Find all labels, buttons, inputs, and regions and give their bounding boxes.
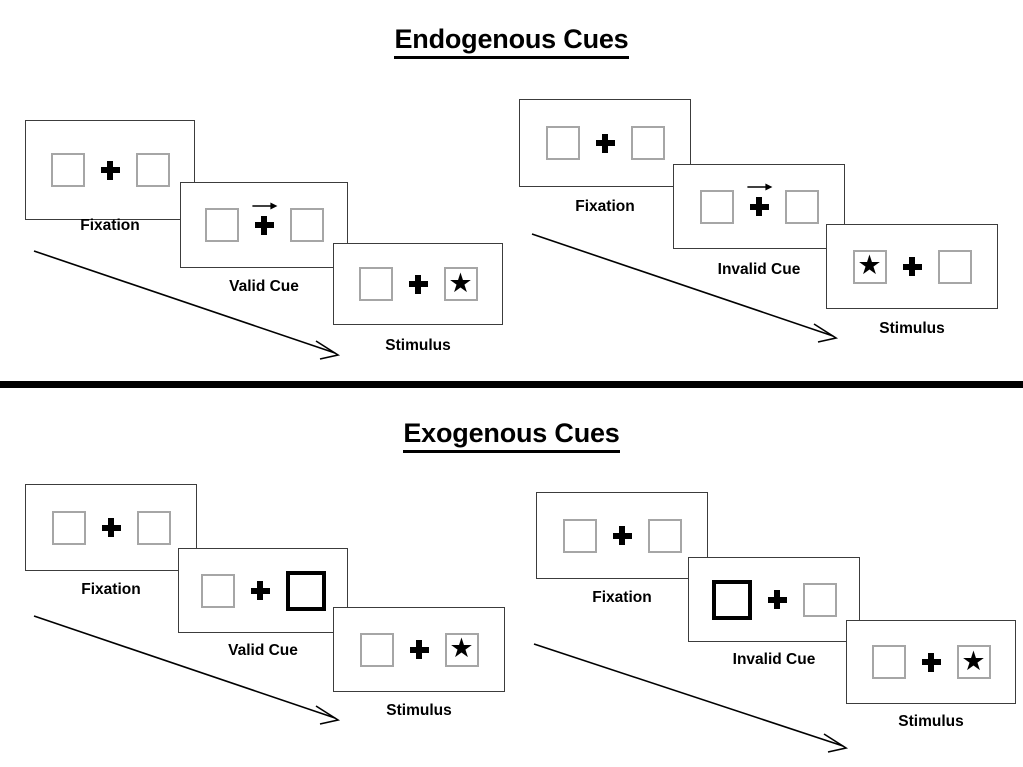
panel-exogenous-valid-cue[interactable] <box>178 548 348 633</box>
section-title-exogenous: Exogenous Cues <box>0 418 1023 453</box>
placeholder-box-right <box>289 208 324 242</box>
cue-arrow-right-icon <box>747 183 773 191</box>
fixation-cross-icon <box>767 590 787 609</box>
placeholder-box-left <box>545 126 580 160</box>
star-icon: ★ <box>961 645 986 676</box>
target-box-right: ★ <box>444 632 479 667</box>
fixation-cross-icon <box>612 526 632 545</box>
centre-stack <box>902 257 922 276</box>
placeholder-box-right <box>136 510 171 545</box>
panel-endogenous-valid-cue[interactable] <box>180 182 348 268</box>
centre-stack <box>101 518 121 537</box>
fixation-cross-icon <box>921 652 941 672</box>
cue-arrow-right-icon <box>252 202 278 209</box>
caption-endogenous-valid-stimulus: Stimulus <box>385 337 451 354</box>
placeholder-box-left <box>562 518 597 553</box>
star-icon: ★ <box>449 633 474 663</box>
fixation-cross-icon <box>595 133 615 153</box>
caption-endogenous-invalid-fixation: Fixation <box>575 198 635 215</box>
centre-stack <box>921 652 941 672</box>
star-icon: ★ <box>448 267 473 298</box>
placeholder-box-right <box>135 153 170 187</box>
placeholder-box-left <box>871 645 906 679</box>
caption-endogenous-valid-fixation: Fixation <box>80 217 140 234</box>
panel-exogenous-invalid-stimulus[interactable]: ★ <box>846 620 1016 704</box>
panel-exogenous-invalid-fixation[interactable] <box>536 492 708 579</box>
caption-exogenous-invalid-fixation: Fixation <box>592 589 652 606</box>
panel-endogenous-valid-stimulus[interactable]: ★ <box>333 243 503 325</box>
placeholder-box-left <box>51 510 86 545</box>
fixation-cross-icon <box>902 257 922 276</box>
panel-endogenous-valid-fixation[interactable] <box>25 120 195 220</box>
fixation-cross-icon <box>409 640 429 659</box>
placeholder-box-right <box>784 189 819 224</box>
panel-endogenous-invalid-stimulus[interactable]: ★ <box>826 224 998 309</box>
placeholder-box-left <box>359 632 394 667</box>
placeholder-box-right <box>802 582 837 617</box>
placeholder-box-left <box>200 573 235 608</box>
caption-exogenous-valid-fixation: Fixation <box>81 581 141 598</box>
fixation-cross-icon <box>254 215 274 235</box>
placeholder-box-right <box>630 126 665 160</box>
centre-stack <box>747 183 773 216</box>
centre-stack <box>252 202 278 235</box>
target-box-left: ★ <box>852 249 887 284</box>
placeholder-box-left <box>358 267 393 301</box>
panel-exogenous-valid-stimulus[interactable]: ★ <box>333 607 505 692</box>
panel-exogenous-valid-fixation[interactable] <box>25 484 197 571</box>
panel-exogenous-invalid-cue[interactable] <box>688 557 860 642</box>
fixation-cross-icon <box>250 581 270 600</box>
fixation-cross-icon <box>101 518 121 537</box>
caption-exogenous-valid-cue: Valid Cue <box>228 642 298 659</box>
caption-endogenous-valid-cue: Valid Cue <box>229 278 299 295</box>
centre-stack <box>408 274 428 294</box>
section-title-endogenous: Endogenous Cues <box>0 24 1023 59</box>
caption-endogenous-invalid-stimulus: Stimulus <box>879 320 945 337</box>
centre-stack <box>612 526 632 545</box>
centre-stack <box>767 590 787 609</box>
centre-stack <box>250 581 270 600</box>
panel-endogenous-invalid-fixation[interactable] <box>519 99 691 187</box>
target-box-right: ★ <box>956 645 991 679</box>
fixation-cross-icon <box>100 160 120 180</box>
cued-box-right <box>285 570 326 611</box>
fixation-cross-icon <box>749 197 769 216</box>
placeholder-box-right <box>937 249 972 284</box>
placeholder-box-left <box>50 153 85 187</box>
centre-stack <box>595 133 615 153</box>
centre-stack <box>100 160 120 180</box>
placeholder-box-right <box>647 518 682 553</box>
placeholder-box-left <box>699 189 734 224</box>
section-title-endogenous-text: Endogenous Cues <box>394 24 629 59</box>
caption-endogenous-invalid-cue: Invalid Cue <box>717 261 801 278</box>
section-title-exogenous-text: Exogenous Cues <box>403 418 620 453</box>
target-box-right: ★ <box>443 267 478 301</box>
cued-box-left <box>711 579 752 620</box>
section-divider <box>0 381 1023 388</box>
panel-endogenous-invalid-cue[interactable] <box>673 164 845 249</box>
caption-exogenous-invalid-stimulus: Stimulus <box>898 713 964 730</box>
placeholder-box-left <box>204 208 239 242</box>
centre-stack <box>409 640 429 659</box>
fixation-cross-icon <box>408 274 428 294</box>
star-icon: ★ <box>857 250 882 280</box>
caption-exogenous-invalid-cue: Invalid Cue <box>732 651 816 668</box>
caption-exogenous-valid-stimulus: Stimulus <box>386 702 452 719</box>
